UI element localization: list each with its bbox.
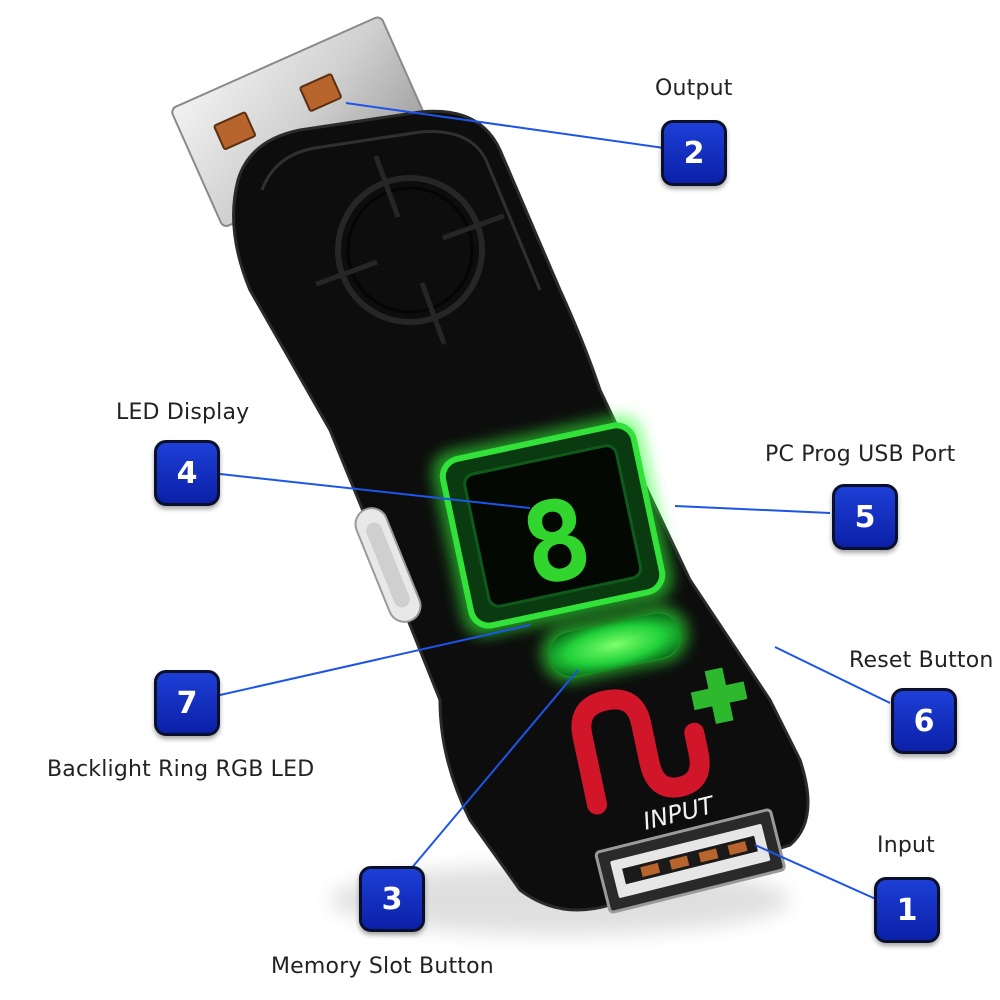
- label-memory-slot-button: Memory Slot Button: [271, 954, 494, 979]
- badge-1: 1: [874, 877, 940, 943]
- badge-2: 2: [661, 120, 727, 186]
- side-button: [354, 507, 422, 623]
- badge-3: 3: [359, 866, 425, 932]
- badge-7: 7: [154, 670, 220, 736]
- badge-4: 4: [154, 440, 220, 506]
- badge-5: 5: [832, 484, 898, 550]
- led-display: 8: [431, 414, 674, 637]
- label-led-display: LED Display: [116, 400, 250, 425]
- badge-6: 6: [891, 688, 957, 754]
- leader-line-memory-slot: [409, 669, 579, 871]
- label-backlight-ring: Backlight Ring RGB LED: [47, 757, 315, 782]
- memory-slot-button: [540, 605, 689, 683]
- label-input: Input: [877, 833, 935, 858]
- output-usb-connector: [171, 16, 433, 227]
- leader-line-reset: [774, 646, 891, 704]
- label-pc-prog-usb-port: PC Prog USB Port: [765, 442, 956, 467]
- leader-line-pc-prog: [674, 505, 831, 514]
- label-reset-button: Reset Button: [849, 648, 994, 673]
- leader-line-input: [754, 844, 879, 901]
- crosshair-icon: [315, 155, 505, 345]
- brand-logo: [571, 667, 748, 815]
- input-usb-port: INPUT: [594, 791, 786, 914]
- leader-line-led-display: [219, 473, 531, 509]
- leader-line-output: [345, 102, 665, 149]
- leader-line-backlight: [219, 624, 531, 696]
- leader-lines: [219, 102, 891, 901]
- label-output: Output: [655, 76, 733, 101]
